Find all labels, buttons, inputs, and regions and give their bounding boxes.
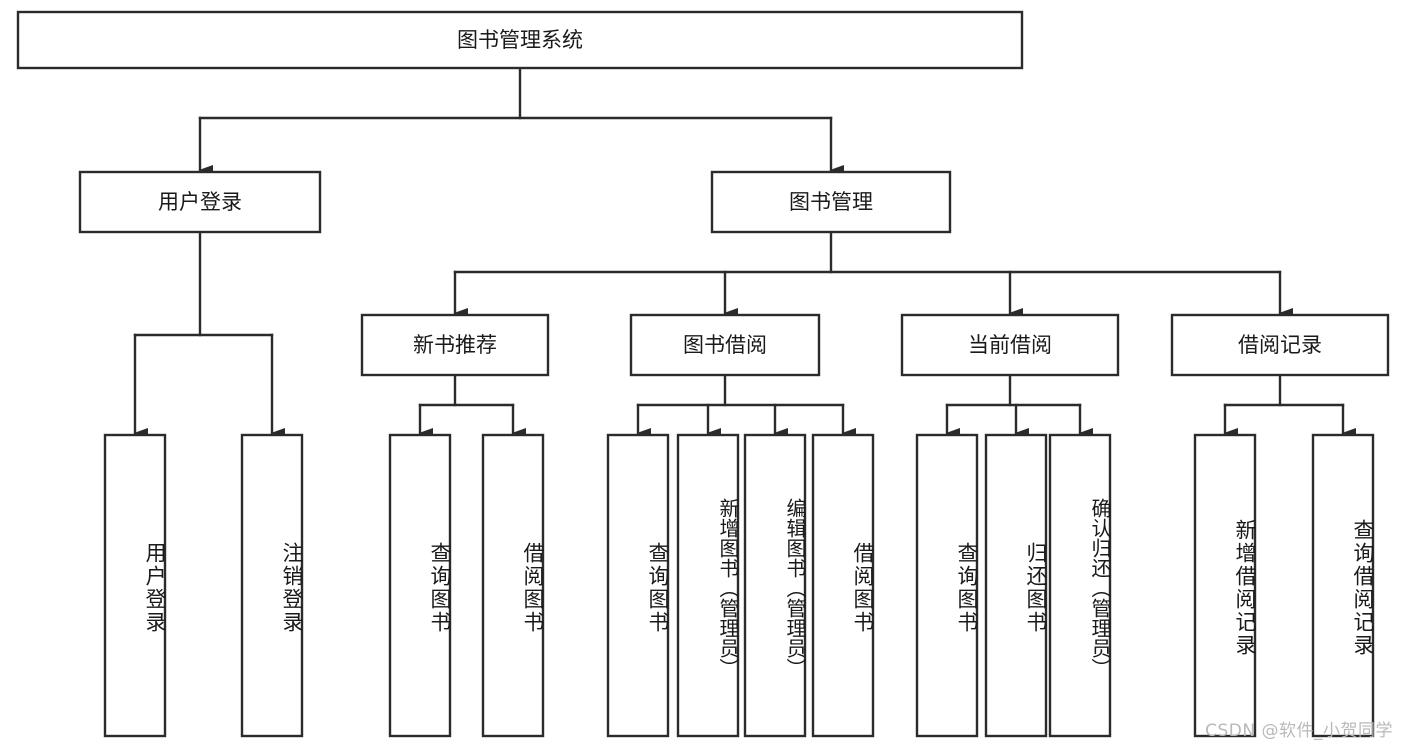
leaf-node-box[interactable] [811, 433, 875, 738]
level3-node-label: 新书推荐 [413, 333, 497, 357]
leaf-node-box[interactable] [1193, 433, 1257, 738]
level2-node-label: 图书管理 [789, 190, 873, 214]
watermark-credit: CSDN @软件_小贺同学 [1205, 721, 1393, 741]
leaf-node-box[interactable] [103, 433, 167, 738]
level3-node-box[interactable] [360, 313, 550, 377]
leaf-node-box[interactable] [240, 433, 304, 738]
root-node-label: 图书管理系统 [457, 28, 583, 52]
leaf-node-box[interactable] [1311, 433, 1375, 738]
root-node-box[interactable] [16, 10, 1024, 70]
leaf-node-box[interactable] [1048, 433, 1112, 738]
level3-node-label: 借阅记录 [1238, 333, 1322, 357]
leaf-node-box[interactable] [915, 433, 979, 738]
level3-node-box[interactable] [900, 313, 1120, 377]
level3-node-label: 当前借阅 [968, 333, 1052, 357]
level2-node-box[interactable] [710, 170, 952, 234]
level2-node-box[interactable] [78, 170, 322, 234]
leaf-node-box[interactable] [676, 433, 740, 738]
level3-node-box[interactable] [629, 313, 821, 377]
leaf-node-box[interactable] [388, 433, 452, 738]
level2-node-label: 用户登录 [158, 190, 242, 214]
level3-node-box[interactable] [1170, 313, 1390, 377]
node-boxes-layer [16, 10, 1390, 738]
level3-node-label: 图书借阅 [683, 333, 767, 357]
leaf-node-box[interactable] [743, 433, 807, 738]
leaf-node-box[interactable] [984, 433, 1048, 738]
leaf-node-box[interactable] [481, 433, 545, 738]
connectors-layer [133, 66, 1356, 438]
leaf-node-box[interactable] [606, 433, 670, 738]
